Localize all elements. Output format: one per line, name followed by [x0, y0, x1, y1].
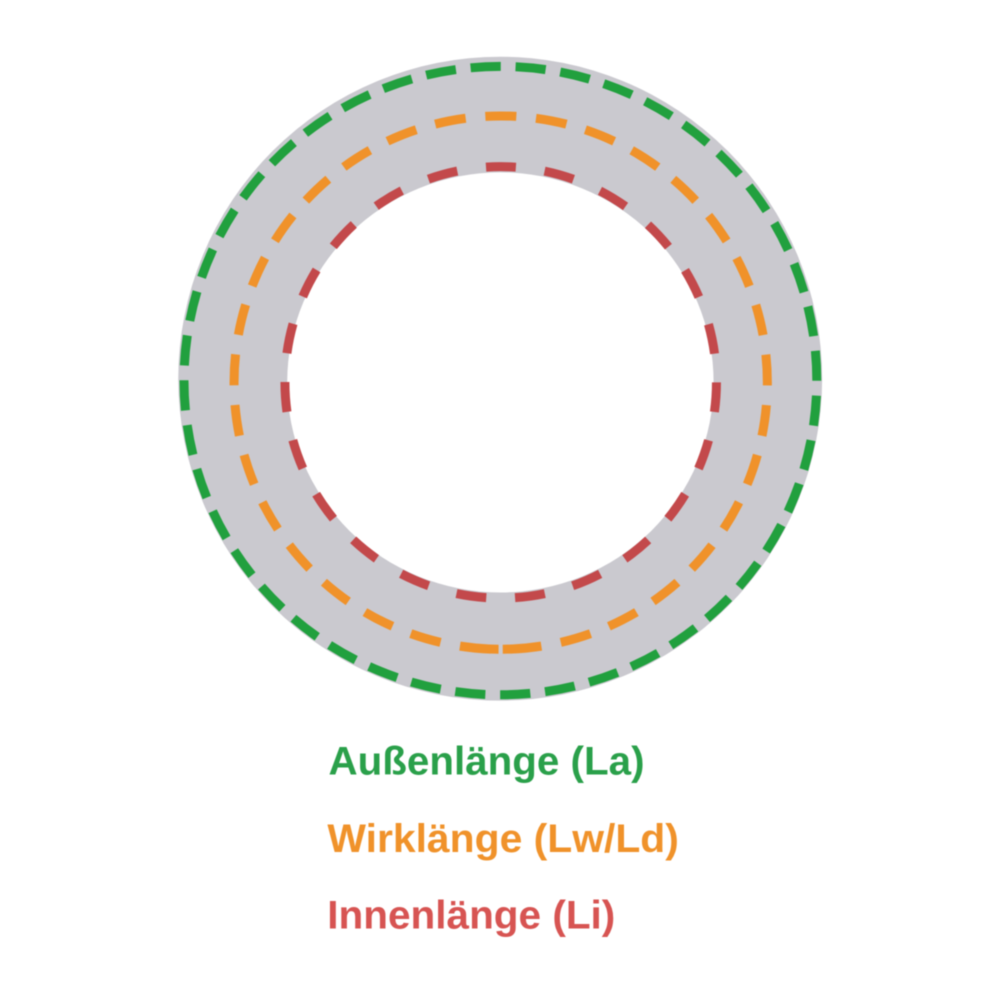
svg-text:Innenlänge (Li): Innenlänge (Li): [327, 894, 615, 938]
svg-text:Wirklänge (Lw/Ld): Wirklänge (Lw/Ld): [327, 817, 679, 861]
svg-text:Außenlänge (La): Außenlänge (La): [329, 740, 645, 784]
